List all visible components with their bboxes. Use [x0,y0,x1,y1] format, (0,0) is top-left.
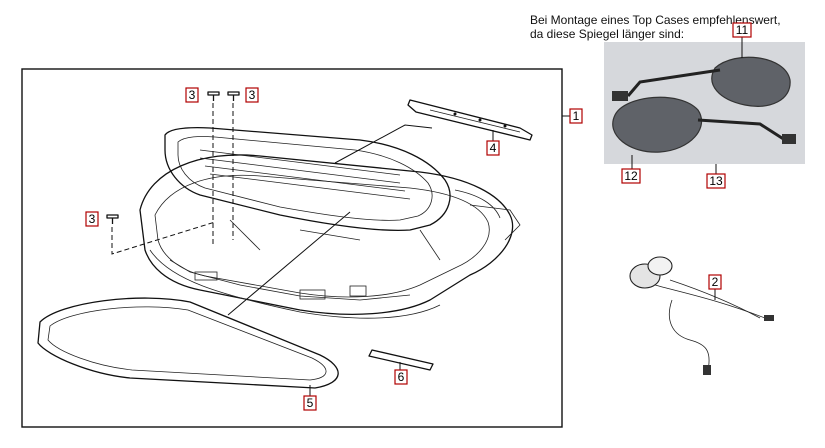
leader-4 [334,124,433,164]
part-6-strip [368,349,434,371]
callout-3-top-left: 3 [185,87,199,103]
callout-5: 5 [303,395,317,411]
callout-6: 6 [394,369,408,385]
callout-1: 1 [569,108,583,124]
callout-13: 13 [706,173,726,189]
top-case-body [139,154,521,319]
callout-3-top-right: 3 [245,87,259,103]
svg-text:11: 11 [736,23,749,37]
screw-icon [227,91,240,101]
mirror-12 [612,96,703,153]
callout-11: 11 [732,22,752,38]
screw-icon [106,214,119,224]
callout-4: 4 [486,140,500,156]
callout-3-side: 3 [85,211,99,227]
svg-text:13: 13 [709,174,723,188]
svg-text:6: 6 [398,370,405,384]
part-4-hinge [407,99,533,141]
screw-dash-side [111,221,216,255]
top-case-lid [164,127,451,231]
svg-text:3: 3 [249,88,256,102]
svg-text:3: 3 [189,88,196,102]
svg-text:12: 12 [624,169,638,183]
part-2-wiring [629,256,774,375]
mirror-photo [604,42,805,164]
callout-12: 12 [621,168,641,184]
svg-text:2: 2 [712,275,719,289]
svg-text:4: 4 [490,141,497,155]
screw-icon [207,91,220,101]
svg-text:3: 3 [89,212,96,226]
part-5-seal [37,297,339,389]
callout-2: 2 [708,274,722,290]
mirror-11 [711,56,791,107]
leader-5-body [227,211,351,316]
main-assembly-frame [21,68,563,428]
note-line-2: da diese Spiegel länger sind: [530,27,684,41]
note-line-1: Bei Montage eines Top Cases empfehlenswe… [530,13,781,27]
svg-text:5: 5 [307,396,314,410]
svg-text:1: 1 [573,109,580,123]
